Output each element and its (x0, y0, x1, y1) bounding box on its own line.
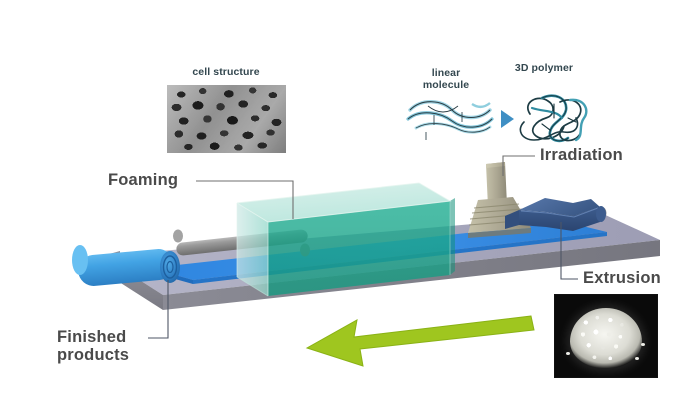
pellet-heap (570, 307, 642, 368)
transformation-arrow (501, 110, 514, 128)
foam-cell-structure-micrograph (167, 85, 286, 153)
three-d-polymer-caption: 3D polymer (514, 62, 574, 74)
label-irradiation: Irradiation (540, 146, 623, 164)
linear-molecule-illustration (406, 100, 494, 140)
foaming-oven-chamber (236, 182, 455, 297)
label-foaming: Foaming (108, 171, 179, 189)
linear-molecule-caption: linear molecule (422, 67, 470, 92)
pellet-speck (635, 357, 639, 360)
finished-foam-roll (72, 245, 180, 286)
label-extrusion: Extrusion (583, 269, 661, 287)
leader-lines (148, 155, 578, 339)
electron-beam-irradiator (468, 162, 531, 238)
polymer-resin-pellets-photo (554, 294, 658, 378)
pellet-speck (641, 343, 645, 346)
pellet-speck (566, 352, 570, 355)
label-finished-products: Finished products (57, 328, 130, 365)
molecule-illustrations (406, 94, 588, 143)
cell-structure-caption: cell structure (192, 66, 260, 78)
process-flow-arrow (305, 315, 535, 367)
extruder-head (505, 198, 606, 231)
crosslinked-3d-polymer-illustration (519, 94, 588, 143)
